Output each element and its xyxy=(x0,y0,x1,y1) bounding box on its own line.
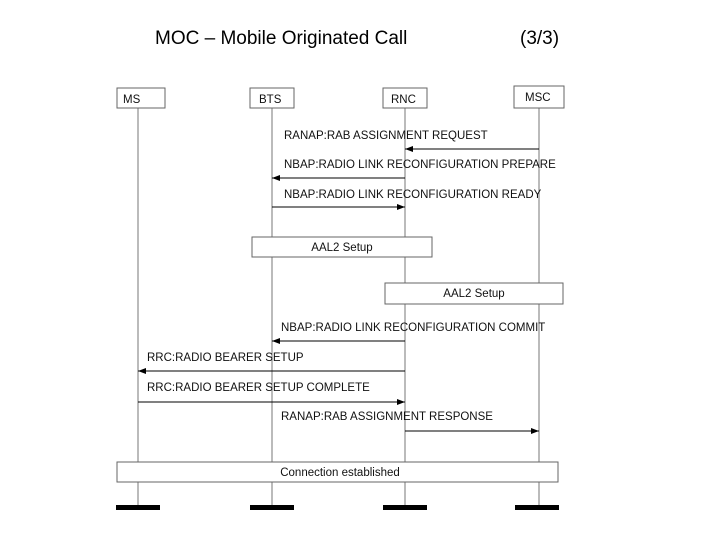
message-label-rab-assignment-request: RANAP:RAB ASSIGNMENT REQUEST xyxy=(284,130,488,142)
slide-title: MOC – Mobile Originated Call xyxy=(155,28,408,49)
message-label-rl-reconfig-commit: NBAP:RADIO LINK RECONFIGURATION COMMIT xyxy=(281,322,545,334)
entity-box-bts xyxy=(249,87,295,109)
entity-box-rnc xyxy=(382,87,428,109)
process-box-connection-established xyxy=(116,461,559,483)
message-label-rab-assignment-response: RANAP:RAB ASSIGNMENT RESPONSE xyxy=(281,411,493,423)
process-label-aal2-setup-rnc-msc: AAL2 Setup xyxy=(443,288,504,300)
entity-label-bts: BTS xyxy=(259,94,282,106)
process-label-connection-established: Connection established xyxy=(280,467,400,479)
lifeline-end-bts xyxy=(250,505,294,510)
process-box-aal2-setup-rnc-msc xyxy=(384,282,564,305)
entity-box-msc xyxy=(513,85,565,109)
message-label-rrc-rb-setup-complete: RRC:RADIO BEARER SETUP COMPLETE xyxy=(147,382,370,394)
slide-page-number: (3/3) xyxy=(520,28,560,49)
entity-label-rnc: RNC xyxy=(391,94,416,106)
process-box-aal2-setup-bts-rnc xyxy=(251,236,433,258)
entity-box-ms xyxy=(116,87,166,109)
process-label-aal2-setup-bts-rnc: AAL2 Setup xyxy=(311,242,372,254)
lifeline-end-ms xyxy=(116,505,160,510)
message-label-rl-reconfig-ready: NBAP:RADIO LINK RECONFIGURATION READY xyxy=(284,189,542,201)
lifeline-end-msc xyxy=(515,505,559,510)
entity-label-ms: MS xyxy=(123,94,141,106)
lifeline-end-rnc xyxy=(383,505,427,510)
entity-label-msc: MSC xyxy=(525,92,551,104)
message-label-rrc-rb-setup: RRC:RADIO BEARER SETUP xyxy=(147,352,304,364)
message-label-rl-reconfig-prepare: NBAP:RADIO LINK RECONFIGURATION PREPARE xyxy=(284,159,556,171)
